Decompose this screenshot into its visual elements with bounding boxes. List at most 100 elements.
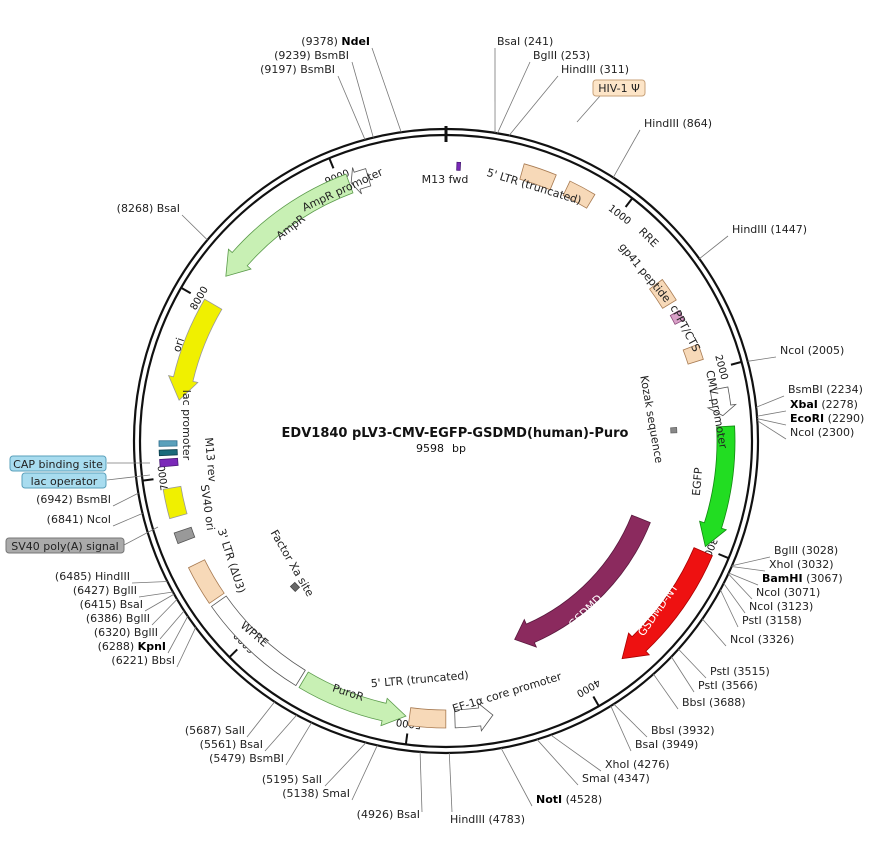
sv40pa-leader xyxy=(123,526,159,546)
m13-fwd-label: M13 fwd xyxy=(422,173,469,186)
cap-binding-label: CAP binding site xyxy=(13,458,103,471)
site-label[interactable]: (6942) BsmBI xyxy=(36,493,111,506)
site-leader xyxy=(285,722,312,766)
site-label[interactable]: XhoI (4276) xyxy=(605,758,670,771)
site-leader xyxy=(138,591,174,598)
sv40-ori-arc xyxy=(162,485,188,520)
m13rev-label: M13 rev xyxy=(202,437,219,483)
site-label[interactable]: (6386) BglII xyxy=(86,612,150,625)
site-leader xyxy=(324,742,367,787)
site-label[interactable]: (5687) SalI xyxy=(185,724,245,737)
ltr5b-label: 5' LTR (truncated) xyxy=(370,669,469,691)
site-leader xyxy=(181,214,208,241)
site-label[interactable]: PstI (3515) xyxy=(710,665,770,678)
backbone-outer xyxy=(132,127,760,755)
sv40ori-label: SV40 ori xyxy=(198,484,217,532)
site-leader xyxy=(151,598,178,626)
site-leader xyxy=(756,395,785,408)
gp41-arc xyxy=(669,310,685,325)
egfp-arrow xyxy=(699,425,736,548)
site-leader xyxy=(112,512,143,527)
site-label[interactable]: EcoRI (2290) xyxy=(790,412,864,425)
scale-tick-label: 4000 xyxy=(574,676,602,698)
scale-tick xyxy=(328,157,335,169)
scale-tick xyxy=(228,648,238,658)
scale-tick xyxy=(718,553,730,560)
site-label[interactable]: (9239) BsmBI xyxy=(274,49,349,62)
site-leader xyxy=(351,745,378,801)
site-label[interactable]: XbaI (2278) xyxy=(790,398,858,411)
site-label[interactable]: BsmBI (2234) xyxy=(788,383,863,396)
site-label[interactable]: HindIII (311) xyxy=(561,63,629,76)
lacop-leader xyxy=(106,474,151,481)
site-label[interactable]: BglII (3028) xyxy=(774,544,838,557)
ltr5-truncated-arc xyxy=(519,163,557,191)
site-label[interactable]: (6221) BbsI xyxy=(111,654,175,667)
gp41-label: gp41 peptide xyxy=(616,240,673,305)
site-label[interactable]: NotI (4528) xyxy=(536,793,602,806)
site-leader xyxy=(264,714,298,752)
site-label[interactable]: (6485) HindIII xyxy=(55,570,130,583)
cap-label-box xyxy=(9,455,107,472)
rre-arc xyxy=(648,278,677,309)
lac-operator-label: lac operator xyxy=(31,475,98,488)
site-label[interactable]: NcoI (3123) xyxy=(749,600,813,613)
feature-arrows xyxy=(158,161,737,732)
site-leader xyxy=(176,627,197,668)
site-leader xyxy=(671,656,695,693)
site-label[interactable]: NcoI (2005) xyxy=(780,344,844,357)
site-label[interactable]: (6320) BglII xyxy=(94,626,158,639)
site-label[interactable]: BsaI (3949) xyxy=(635,738,698,751)
site-label[interactable]: BbsI (3688) xyxy=(682,696,746,709)
site-label[interactable]: BbsI (3932) xyxy=(651,724,715,737)
site-label[interactable]: (5561) BsaI xyxy=(200,738,263,751)
factorxa-marker xyxy=(289,581,301,593)
site-leader xyxy=(613,703,648,738)
scale-tick xyxy=(142,478,154,482)
site-label[interactable]: (6415) BsaI xyxy=(80,598,143,611)
site-leader xyxy=(653,673,679,710)
site-label[interactable]: HindIII (864) xyxy=(644,117,712,130)
site-leader xyxy=(747,356,777,362)
lacprom-label: lac promoter xyxy=(180,390,193,461)
site-label[interactable]: XhoI (3032) xyxy=(769,558,834,571)
site-label[interactable]: NcoI (2300) xyxy=(790,426,854,439)
site-label[interactable]: (6427) BglII xyxy=(73,584,137,597)
site-label[interactable]: (9378) NdeI xyxy=(301,35,370,48)
site-label[interactable]: BglII (253) xyxy=(533,49,590,62)
site-label[interactable]: BamHI (3067) xyxy=(762,572,843,585)
lac-operator-marker xyxy=(158,449,178,457)
m13-fwd-marker xyxy=(456,161,462,171)
site-label[interactable]: (4926) BsaI xyxy=(357,808,420,821)
cppt-label: cPPT/CTS xyxy=(667,303,702,354)
ori-arrow xyxy=(167,298,223,401)
site-label[interactable]: (5138) SmaI xyxy=(282,787,350,800)
site-label[interactable]: BsaI (241) xyxy=(497,35,553,48)
site-label[interactable]: SmaI (4347) xyxy=(582,772,650,785)
site-label[interactable]: (5195) SalI xyxy=(262,773,322,786)
sv40pa-label-box xyxy=(5,537,125,554)
ampr-arrow xyxy=(225,173,354,277)
site-label[interactable]: HindIII (1447) xyxy=(732,223,807,236)
site-leader xyxy=(678,648,707,679)
site-label[interactable]: (8268) BsaI xyxy=(117,202,180,215)
site-label[interactable]: NcoI (3326) xyxy=(730,633,794,646)
site-label[interactable]: HindIII (4783) xyxy=(450,813,525,826)
site-label[interactable]: (5479) BsmBI xyxy=(209,752,284,765)
site-label[interactable]: NcoI (3071) xyxy=(756,586,820,599)
site-label[interactable]: (6841) NcoI xyxy=(47,513,111,526)
site-leader xyxy=(144,593,175,612)
site-leader xyxy=(167,615,189,654)
site-label[interactable]: (6288) KpnI xyxy=(98,640,166,653)
gsdmd-nt-arrow xyxy=(621,547,713,660)
site-leader xyxy=(419,751,423,813)
scale-tick xyxy=(180,286,192,295)
site-label[interactable]: (9197) BsmBI xyxy=(260,63,335,76)
site-label[interactable]: PstI (3566) xyxy=(698,679,758,692)
kozak-marker xyxy=(670,427,678,434)
cmv-promoter-arrow xyxy=(706,386,737,417)
site-label[interactable]: PstI (3158) xyxy=(742,614,802,627)
site-leader xyxy=(550,734,602,772)
